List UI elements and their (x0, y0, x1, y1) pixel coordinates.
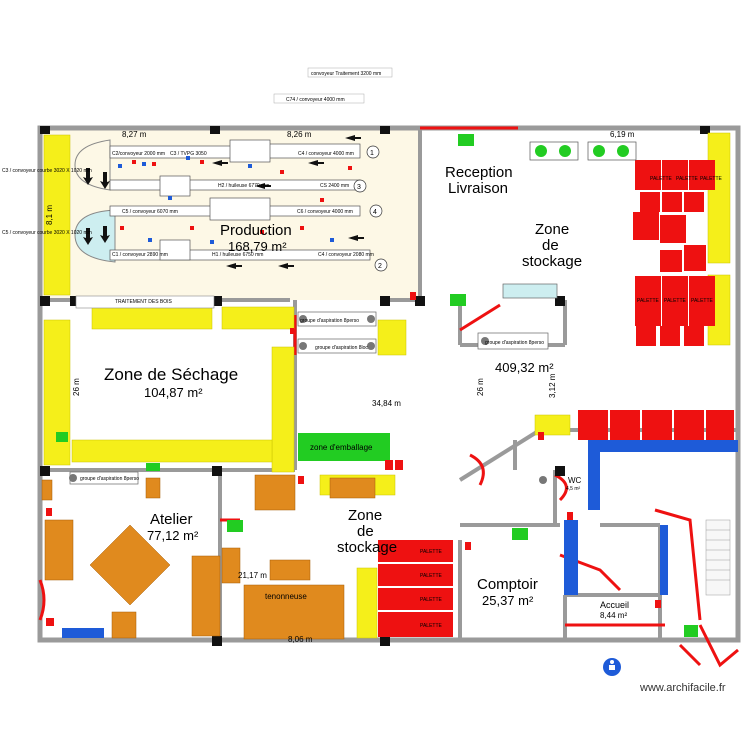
top-conveyor-2-label: C74 / convoyeur 4000 mm (286, 97, 345, 103)
number-3: 3 (357, 184, 361, 191)
dim-26-right: 26 m (476, 378, 485, 396)
sechage-area: 104,87 m² (144, 385, 203, 400)
exit-signs (56, 134, 698, 637)
extinguishers (46, 292, 661, 626)
dim-3484: 34,84 m (372, 399, 401, 408)
palette-blocks (378, 160, 734, 637)
conveyor-numbers (353, 145, 388, 272)
aspiration-units (69, 283, 558, 485)
production-blue-markers (118, 156, 334, 244)
top-conveyor-1 (307, 67, 393, 78)
comptoir-area: 25,37 m² (482, 593, 534, 608)
dim-2117: 21,17 m (238, 571, 267, 580)
aspiration-circles (69, 315, 547, 484)
vehicles (529, 141, 637, 161)
emballage-label: zone d'emballage (310, 443, 373, 452)
number-4: 4 (373, 209, 377, 216)
h2-label: H2 / huileuse 6770 mm (218, 183, 269, 189)
yellow-racks (43, 132, 731, 639)
stairs (705, 519, 731, 596)
palette-label: PALETTE (420, 573, 443, 579)
accueil-title: Accueil (600, 600, 629, 610)
c6-label: C6 / convoyeur 4000 mm (297, 209, 353, 215)
palette-labels: PALETTE PALETTE PALETTE PALETTE PALETTE … (420, 176, 723, 629)
zone-stockage-2-title: stockage (337, 539, 397, 556)
c3-side-label: C3 / convoyeur courbe 3020 X 1020 mm (2, 168, 92, 174)
palette-label: PALETTE (664, 298, 687, 304)
palette-label: PALETTE (420, 623, 443, 629)
palette-label: PALETTE (420, 549, 443, 555)
conveyors (109, 139, 371, 261)
watermark: www.archifacile.fr (640, 682, 726, 694)
tenonneuse-label: tenonneuse (265, 592, 307, 601)
comptoir-title: Comptoir (477, 576, 538, 593)
dim-619: 6,19 m (610, 130, 635, 139)
palette-label: PALETTE (700, 176, 723, 182)
blue-walls (62, 440, 738, 638)
c4-label: C4 / convoyeur 4000 mm (298, 151, 354, 157)
production-area: 168,79 m² (228, 239, 287, 254)
treatment-label: TRAITEMENT DES BOIS (115, 299, 173, 305)
aspiration-label: groupe d'aspiration 8perso (80, 476, 139, 482)
c4b-label: C4 / convoyeur 2080 mm (318, 252, 374, 258)
flow-arrows (83, 135, 364, 269)
wall-posts (40, 126, 710, 646)
c5-side-label: C5 / convoyeur courbe 3020 X 1020 mm (2, 230, 92, 236)
wc-area: 4,5 m² (566, 486, 581, 492)
dim-826: 8,26 m (287, 130, 312, 139)
top-conveyor-2 (273, 93, 365, 104)
aspiration-label: groupe d'aspiration 8perso (300, 318, 359, 324)
palette-label: PALETTE (691, 298, 714, 304)
aspiration-label: groupe d'aspiration 8loc (315, 345, 368, 351)
palette-label: PALETTE (420, 597, 443, 603)
aspiration-label: groupe d'aspiration 8perso (485, 340, 544, 346)
c1-label: C1 / convoyeur 2890 mm (112, 252, 168, 258)
stockage-area: 409,32 m² (495, 360, 554, 375)
cs-label: CS 2400 mm (320, 183, 349, 189)
palette-label: PALETTE (650, 176, 673, 182)
h1-label: H1 / huileuse 6750 mm (212, 252, 263, 258)
wc-title: WC (568, 476, 582, 485)
sechage-title: Zone de Séchage (104, 365, 238, 384)
atelier-title: Atelier (150, 511, 193, 528)
palette-label: PALETTE (676, 176, 699, 182)
c3-label: C3 / TVPG 3050 (170, 151, 207, 157)
c5-label: C5 / convoyeur 6070 mm (122, 209, 178, 215)
zone-stockage-title: de (542, 237, 559, 254)
production-red-markers (120, 160, 352, 234)
zone-stockage-2-title: de (357, 523, 374, 540)
dim-312: 3,12 m (548, 373, 557, 398)
zone-stockage-title: stockage (522, 253, 582, 270)
accueil-area: 8,44 m² (600, 611, 627, 620)
packing-zone (298, 433, 390, 461)
accessibility-icon (603, 658, 621, 676)
reception-title: Reception (445, 164, 513, 181)
atelier-area: 77,12 m² (147, 528, 199, 543)
treatment-bench (75, 295, 215, 309)
dim-806: 8,06 m (288, 635, 313, 644)
c2-label: C2/convoyeur 2000 mm (112, 151, 165, 157)
zone-stockage-title: Zone (535, 221, 569, 238)
dim-827: 8,27 m (122, 130, 147, 139)
number-2: 2 (378, 263, 382, 270)
green-block (146, 463, 160, 471)
top-conveyor-1-label: convoyeur Traitement 3200 mm (311, 71, 381, 77)
livraison-title: Livraison (448, 180, 508, 197)
orange-machines (41, 474, 376, 640)
dim-26-left: 26 m (72, 378, 81, 396)
production-title: Production (220, 222, 292, 239)
number-1: 1 (370, 150, 374, 157)
zone-stockage-2-title: Zone (348, 507, 382, 524)
palette-label: PALETTE (637, 298, 660, 304)
dim-81: 8,1 m (45, 205, 54, 225)
